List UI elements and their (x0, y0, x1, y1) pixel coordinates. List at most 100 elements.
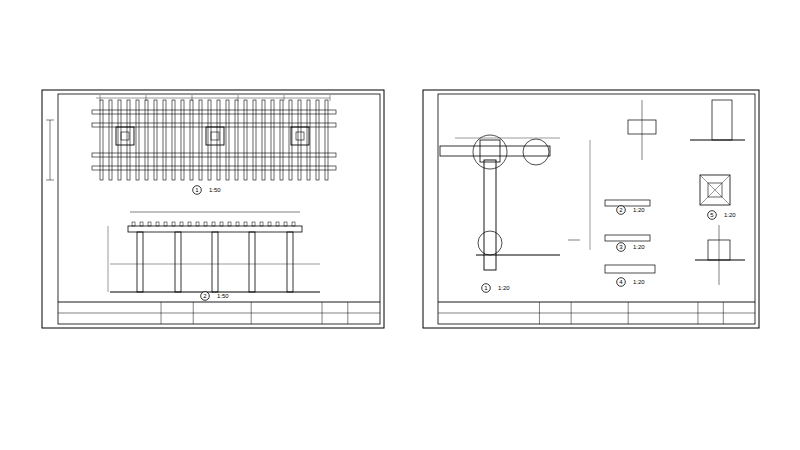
drawing-rect (271, 100, 274, 180)
drawing-rect (249, 232, 255, 292)
drawing-line (251, 302, 252, 324)
sheet-frame (423, 90, 759, 328)
drawing-rect (137, 232, 143, 292)
drawing-line (438, 302, 755, 303)
drawing-rect (116, 127, 134, 145)
drawing-rect (484, 160, 496, 270)
drawing-rect (289, 100, 292, 180)
drawing-line (50, 120, 51, 180)
scale-note: 1:20 (632, 244, 646, 250)
drawing-rect (181, 100, 184, 180)
drawing-rect (92, 123, 336, 127)
drawing-rect (118, 100, 121, 180)
drawing-rect (188, 222, 191, 226)
drawing-rect (284, 222, 287, 226)
drawing-rect (252, 222, 255, 226)
drawing-rect (235, 100, 238, 180)
scale-note: 1:20 (497, 285, 511, 291)
drawing-line (146, 95, 147, 101)
drawing-line (539, 302, 540, 324)
drawing-rect (136, 100, 139, 180)
drawing-line (347, 302, 348, 324)
drawing-rect (163, 100, 166, 180)
drawing-rect (175, 232, 181, 292)
view-marker: 4 (616, 277, 626, 287)
drawing-rect (172, 100, 175, 180)
callout-number: 2 (203, 293, 206, 299)
drawing-line (642, 100, 643, 160)
drawing-rect (208, 100, 211, 180)
drawing-line (690, 140, 745, 141)
drawing-rect (140, 222, 143, 226)
drawing-rect (480, 140, 500, 162)
drawing-rect (244, 222, 247, 226)
drawing-line (455, 138, 560, 139)
drawing-line (476, 255, 560, 256)
drawing-line (58, 313, 380, 314)
callout-number: 1 (195, 187, 198, 193)
drawing-rect (280, 100, 283, 180)
scale-note: 1:50 (216, 293, 230, 299)
drawing-rect (253, 100, 256, 180)
drawing-rect (156, 222, 159, 226)
detail-circle (473, 135, 507, 169)
drawing-rect (228, 222, 231, 226)
detail-circle (478, 231, 502, 255)
drawing-rect (244, 100, 247, 180)
sheet-frame (42, 90, 384, 328)
callout-number: 3 (619, 244, 622, 250)
drawing-line (58, 302, 380, 303)
drawing-rect (291, 127, 309, 145)
drawing-rect (128, 226, 302, 232)
view-marker: 1 (192, 185, 202, 195)
drawing-rect (109, 100, 112, 180)
view-marker: 5 (707, 210, 717, 220)
drawing-rect (148, 222, 151, 226)
drawing-rect (307, 100, 310, 180)
detail-circle (523, 139, 549, 165)
drawing-line (193, 302, 194, 324)
drawing-rect (605, 235, 650, 241)
drawing-rect (211, 132, 219, 140)
drawing-line (695, 260, 745, 261)
drawing-line (700, 175, 730, 205)
drawing-line (284, 95, 285, 101)
drawing-rect (260, 222, 263, 226)
drawing-rect (121, 132, 129, 140)
drawing-rect (226, 100, 229, 180)
drawing-line (110, 292, 320, 293)
sheet-border (58, 94, 380, 324)
scale-note: 1:20 (632, 279, 646, 285)
drawing-line (108, 226, 109, 292)
drawing-rect (440, 146, 550, 156)
drawing-line (130, 212, 300, 213)
drawing-line (100, 95, 101, 101)
drawing-line (110, 264, 320, 265)
view-marker: 2 (200, 291, 210, 301)
drawing-rect (164, 222, 167, 226)
drawing-line (46, 120, 54, 121)
drawing-rect (220, 222, 223, 226)
sheet-border (438, 94, 755, 324)
drawing-line (590, 140, 591, 250)
drawing-rect (180, 222, 183, 226)
drawing-rect (212, 232, 218, 292)
drawing-line (628, 302, 629, 324)
drawing-rect (100, 100, 103, 180)
drawing-rect (190, 100, 193, 180)
drawing-rect (292, 222, 295, 226)
drawing-rect (132, 222, 135, 226)
drawing-line (697, 302, 698, 324)
view-marker: 1 (481, 283, 491, 293)
drawing-rect (204, 222, 207, 226)
drawing-rect (268, 222, 271, 226)
drawing-line (719, 225, 720, 285)
drawing-rect (236, 222, 239, 226)
drawing-rect (316, 100, 319, 180)
scale-note: 1:20 (723, 212, 737, 218)
callout-number: 4 (619, 279, 622, 285)
view-marker: 3 (616, 242, 626, 252)
drawing-rect (206, 127, 224, 145)
drawing-rect (199, 100, 202, 180)
